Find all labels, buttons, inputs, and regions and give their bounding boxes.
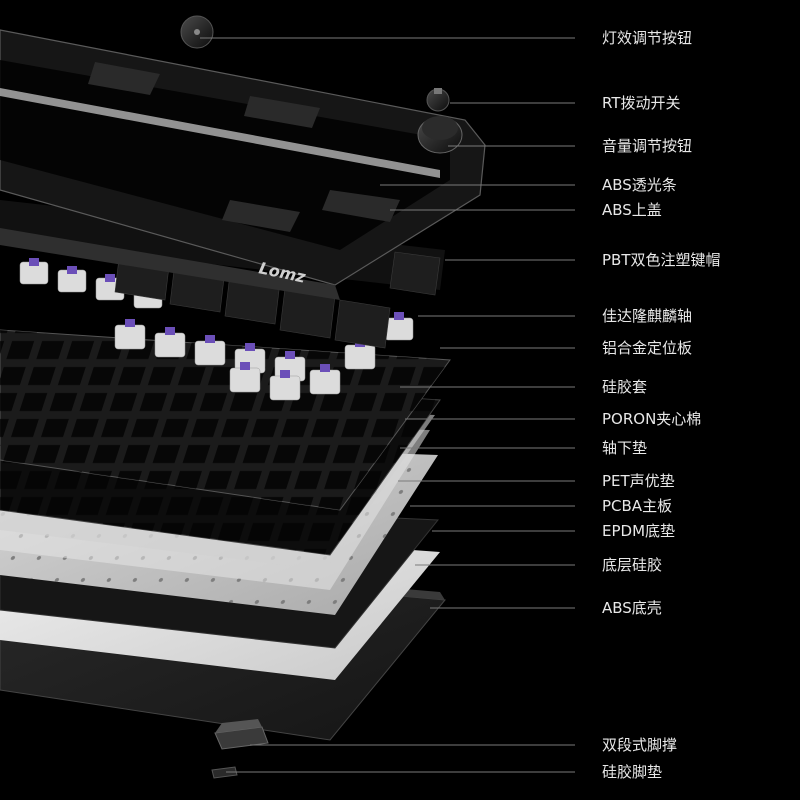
label-light-strip: ABS透光条: [602, 176, 677, 194]
label-volume-knob: 音量调节按钮: [602, 137, 693, 155]
label-epdm-pad: EPDM底垫: [602, 522, 676, 540]
label-silicone-feet: 硅胶脚垫: [602, 763, 663, 781]
label-keycaps: PBT双色注塑键帽: [602, 251, 721, 269]
volume-knob-shape: [417, 116, 463, 154]
label-plate: 铝合金定位板: [602, 339, 693, 357]
label-bottom-case: ABS底壳: [602, 599, 662, 617]
rt-toggle-shape: [426, 88, 450, 112]
label-rt-toggle: RT拨动开关: [602, 94, 681, 112]
label-top-cover: ABS上盖: [602, 201, 662, 219]
label-poron-foam: PORON夹心棉: [602, 410, 702, 428]
top-cover-shape: [0, 29, 486, 300]
label-pet-pad: PET声优垫: [602, 472, 675, 490]
label-switch-pad: 轴下垫: [602, 439, 648, 457]
label-pcb: PCBA主板: [602, 497, 673, 515]
label-light-knob: 灯效调节按钮: [602, 29, 693, 47]
label-switches: 佳达隆麒麟轴: [602, 307, 693, 325]
kickstand-shape: [214, 719, 269, 750]
label-silicone-sleeve: 硅胶套: [602, 378, 648, 396]
light-strip-shape: [0, 88, 440, 178]
light-knob-shape: [180, 15, 214, 49]
label-bottom-silicone: 底层硅胶: [602, 556, 663, 574]
silicone-feet-shape: [211, 766, 238, 779]
label-kickstand: 双段式脚撑: [602, 736, 678, 754]
leader-lines: [200, 37, 575, 773]
